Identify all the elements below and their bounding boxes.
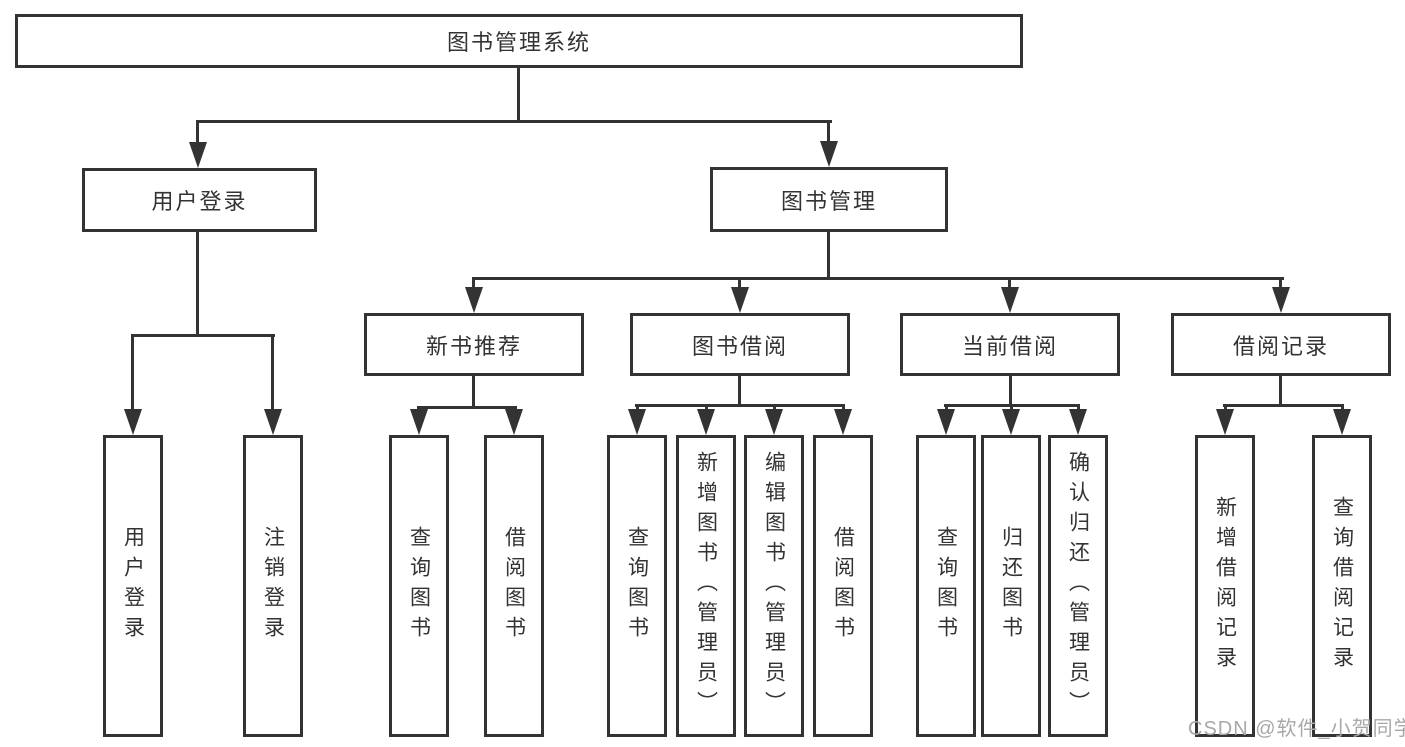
connector-records-split bbox=[1223, 404, 1344, 407]
node-book-borrow: 图书借阅 bbox=[630, 313, 850, 376]
arrow-down-records-query bbox=[1333, 409, 1351, 435]
arrow-down-new-book-recommend bbox=[465, 287, 483, 313]
leaf-current-query-books: 查询图书 bbox=[916, 435, 976, 737]
connector-current-leaf3 bbox=[1077, 404, 1080, 412]
connector-recommend-stem bbox=[472, 376, 475, 408]
leaf-borrow-query-books: 查询图书 bbox=[607, 435, 667, 737]
connector-user-login-stem bbox=[196, 232, 199, 337]
connector-current-stem bbox=[1009, 376, 1012, 406]
connector-user-login-split bbox=[131, 334, 275, 337]
leaf-records-add-record: 新增借阅记录 bbox=[1195, 435, 1255, 737]
arrow-down-records-add bbox=[1216, 409, 1234, 435]
connector-records-stem bbox=[1279, 376, 1282, 406]
node-borrow-records: 借阅记录 bbox=[1171, 313, 1391, 376]
connector-to-book-borrow bbox=[738, 277, 741, 289]
connector-current-leaf1 bbox=[945, 404, 948, 412]
arrow-down-current-confirm bbox=[1069, 409, 1087, 435]
leaf-borrow-edit-books-admin: 编辑图书（管理员） bbox=[744, 435, 804, 737]
leaf-current-return-books: 归还图书 bbox=[981, 435, 1041, 737]
arrow-down-recommend-borrow bbox=[505, 409, 523, 435]
arrow-down-borrow-records bbox=[1272, 287, 1290, 313]
leaf-logout: 注销登录 bbox=[243, 435, 303, 737]
connector-borrow-leaf4 bbox=[842, 404, 845, 412]
leaf-current-confirm-return-admin: 确认归还（管理员） bbox=[1048, 435, 1108, 737]
arrow-down-current-query bbox=[937, 409, 955, 435]
arrow-down-book-management bbox=[820, 141, 838, 167]
leaf-borrow-borrow-books: 借阅图书 bbox=[813, 435, 873, 737]
connector-to-leaf-user-login bbox=[131, 334, 134, 412]
arrow-down-book-borrow bbox=[731, 287, 749, 313]
node-current-borrow: 当前借阅 bbox=[900, 313, 1120, 376]
connector-borrow-leaf3 bbox=[773, 404, 776, 412]
connector-to-new-book-recommend bbox=[472, 277, 475, 289]
connector-root-to-book-management bbox=[827, 120, 830, 146]
arrow-down-borrow-add bbox=[697, 409, 715, 435]
connector-to-current-borrow bbox=[1008, 277, 1011, 289]
node-root: 图书管理系统 bbox=[15, 14, 1023, 68]
connector-current-leaf2 bbox=[1010, 404, 1013, 412]
leaf-borrow-add-books-admin: 新增图书（管理员） bbox=[676, 435, 736, 737]
connector-borrow-stem bbox=[738, 376, 741, 406]
arrow-down-borrow-query bbox=[628, 409, 646, 435]
connector-root-stem bbox=[517, 68, 520, 123]
arrow-down-leaf-user-login bbox=[124, 409, 142, 435]
connector-records-leaf1 bbox=[1224, 404, 1227, 412]
node-new-book-recommend: 新书推荐 bbox=[364, 313, 584, 376]
connector-to-borrow-records bbox=[1279, 277, 1282, 289]
connector-root-to-user-login bbox=[196, 120, 199, 146]
connector-book-management-stem bbox=[827, 232, 830, 279]
connector-recommend-split bbox=[417, 406, 517, 409]
arrow-down-recommend-query bbox=[410, 409, 428, 435]
connector-records-leaf2 bbox=[1341, 404, 1344, 412]
leaf-recommend-query-books: 查询图书 bbox=[389, 435, 449, 737]
node-user-login: 用户登录 bbox=[82, 168, 317, 232]
leaf-records-query-record: 查询借阅记录 bbox=[1312, 435, 1372, 737]
connector-borrow-leaf1 bbox=[636, 404, 639, 412]
arrow-down-borrow-borrow bbox=[834, 409, 852, 435]
connector-root-split bbox=[196, 120, 832, 123]
arrow-down-leaf-logout bbox=[264, 409, 282, 435]
arrow-down-borrow-edit bbox=[765, 409, 783, 435]
connector-to-leaf-logout bbox=[271, 334, 274, 412]
arrow-down-current-borrow bbox=[1001, 287, 1019, 313]
watermark: CSDN @软件_小贺同学 bbox=[1188, 718, 1405, 740]
leaf-user-login: 用户登录 bbox=[103, 435, 163, 737]
connector-borrow-split bbox=[635, 404, 845, 407]
arrow-down-user-login bbox=[189, 142, 207, 168]
arrow-down-current-return bbox=[1002, 409, 1020, 435]
leaf-recommend-borrow-books: 借阅图书 bbox=[484, 435, 544, 737]
connector-borrow-leaf2 bbox=[705, 404, 708, 412]
connector-book-management-split bbox=[472, 277, 1284, 280]
node-book-management: 图书管理 bbox=[710, 167, 948, 232]
